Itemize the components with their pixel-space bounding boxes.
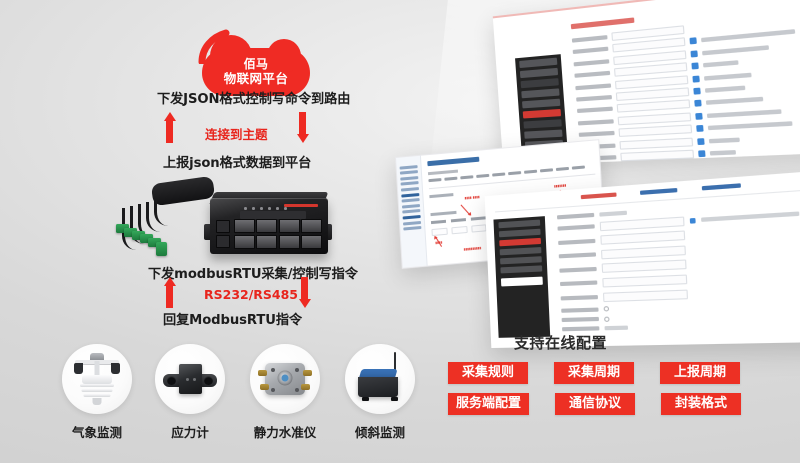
config-tag[interactable]: 采集周期 (554, 362, 634, 384)
hydrostatic-level-icon (250, 344, 320, 414)
iot-cloud-platform: 佰马 物联网平台 (186, 22, 316, 96)
panel-header-bar (570, 17, 635, 30)
panel-form[interactable] (556, 198, 800, 336)
cloud-platform-name: 物联网平台 (223, 70, 289, 86)
config-tag-row: 采集规则 采集周期 上报周期 (448, 362, 778, 384)
strain-gauge-icon (155, 344, 225, 414)
router-chassis (210, 198, 328, 254)
sensor-label: 静力水准仪 (253, 425, 317, 440)
industrial-router-device (98, 175, 333, 266)
device-settings-screenshot[interactable] (492, 0, 800, 166)
terminal-connector (116, 224, 129, 233)
sensor-item-tilt: 倾斜监测 (345, 344, 415, 441)
sensor-label: 倾斜监测 (354, 425, 405, 440)
router-mount-ear (204, 224, 212, 240)
config-tag-grid: 采集规则 采集周期 上报周期 服务端配置 通信协议 封装格式 (448, 362, 778, 424)
flow-text-topic: 连接到主题 (205, 127, 268, 142)
sensor-label: 气象监测 (71, 425, 122, 440)
router-sfp-ports (216, 220, 230, 248)
flow-text-uplink-modbus: 回复ModbusRTU指令 (163, 313, 303, 328)
config-tag[interactable]: 服务端配置 (448, 393, 530, 415)
terminal-connector (140, 234, 153, 243)
panel-sidebar[interactable] (493, 216, 551, 338)
flow-text-uplink-json: 上报json格式数据到平台 (163, 156, 312, 171)
sensor-item-strain: 应力计 (155, 344, 225, 441)
config-tag[interactable]: 上报周期 (660, 362, 740, 384)
sensor-label: 应力计 (171, 425, 209, 440)
panel-form[interactable] (571, 7, 800, 166)
cloud-brand: 佰马 (243, 57, 269, 72)
config-tag[interactable]: 封装格式 (661, 393, 742, 415)
config-tag-row: 服务端配置 通信协议 封装格式 (448, 393, 778, 415)
panel-sidebar[interactable] (396, 155, 428, 268)
terminal-connector (148, 238, 161, 247)
cloud-shape: 佰马 物联网平台 (202, 35, 310, 96)
arrow-up-to-router (163, 277, 176, 308)
tilt-sensor-icon (345, 344, 415, 414)
router-rj45-ports (234, 219, 322, 249)
router-brand-strip (284, 204, 318, 207)
terminal-connector (124, 228, 137, 237)
panel-column-headers (428, 165, 595, 183)
cable (130, 206, 160, 244)
sensor-item-weather: 气象监测 (62, 344, 132, 441)
arrow-down-to-sensors (298, 277, 311, 308)
config-tag[interactable]: 通信协议 (555, 393, 636, 415)
terminal-connector (132, 231, 145, 240)
panel-subtitle-bar (427, 169, 459, 176)
terminal-connector (156, 242, 167, 256)
arrow-up-to-cloud (163, 112, 176, 143)
flow-text-serial: RS232/RS485 (204, 287, 299, 302)
online-config-heading: 支持在线配置 (514, 334, 608, 352)
config-tag[interactable]: 采集规则 (448, 362, 528, 384)
network-config-screenshot[interactable] (484, 169, 800, 349)
panel-section-label (429, 193, 454, 199)
sensor-item-level: 静力水准仪 (250, 344, 320, 441)
router-mount-ear (324, 224, 332, 240)
flow-text-downlink-json: 下发JSON格式控制写命令到路由 (157, 92, 351, 107)
arrow-down-from-cloud (296, 112, 309, 143)
panel-section-label (430, 210, 457, 217)
router-led-panel (240, 211, 306, 219)
weather-station-icon (62, 344, 132, 414)
panel-title-bar (427, 156, 480, 167)
sensor-row: 气象监测 应力计 静力水 (62, 344, 432, 454)
